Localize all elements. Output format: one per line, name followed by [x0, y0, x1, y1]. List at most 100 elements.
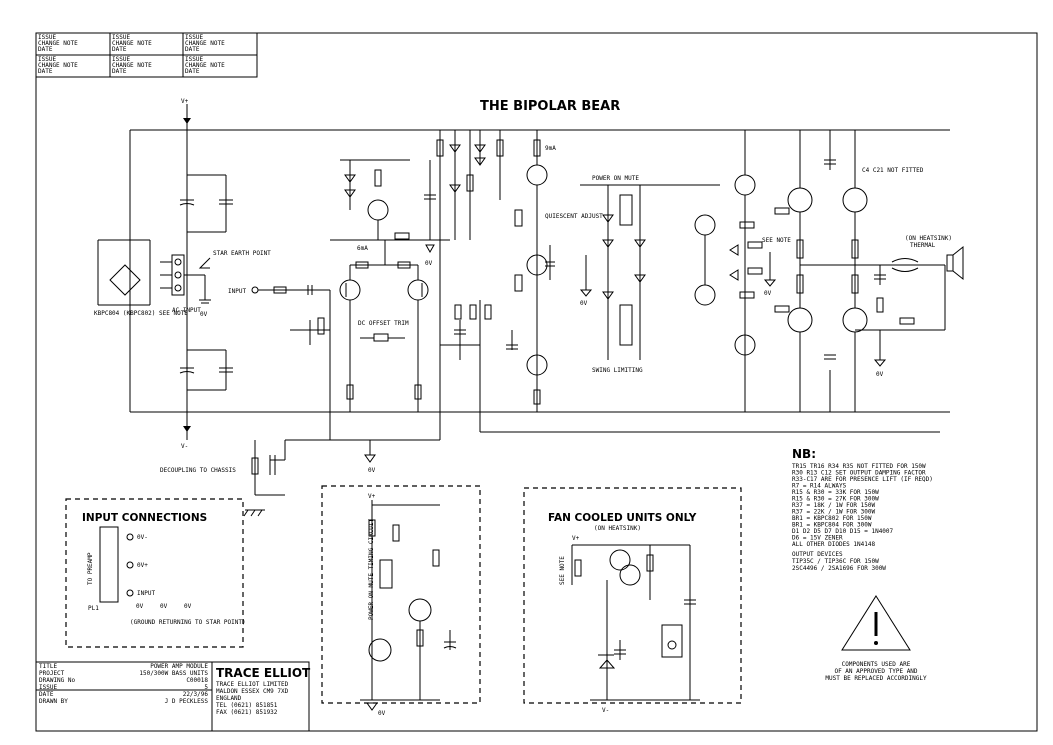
bridge-note: KBPC804 (KBPC802) SEE NOTE — [94, 310, 188, 317]
company-line: TRACE ELLIOT LIMITED — [216, 681, 289, 688]
drawing-frame — [35, 32, 1038, 732]
notes-heading: NB: — [792, 447, 816, 461]
output-line-2: 2SC4496 / 2SA1696 FOR 300W — [792, 565, 886, 572]
warning-line-3: MUST BE REPLACED ACCORDINGLY — [825, 675, 927, 682]
schematic-title: THE BIPOLAR BEAR — [480, 99, 620, 114]
ac-input-label: AC INPUT — [172, 307, 201, 314]
on-heatsink-label: (ON HEATSINK) — [905, 235, 952, 242]
ground-note: (GROUND RETURNING TO STAR POINT) — [130, 619, 246, 626]
fan-box-title: FAN COOLED UNITS ONLY — [548, 512, 697, 524]
power-on-mute-label: POWER ON MUTE — [592, 175, 639, 182]
fan-vplus: V+ — [572, 535, 580, 542]
note-line: BR1 = KBPC802 FOR 150W — [792, 515, 872, 522]
issue-cell-text: CHANGE NOTE — [112, 40, 152, 47]
to-preamp-label: TO PREAMP — [87, 552, 94, 585]
note-line: BR1 = KBPC804 FOR 300W — [792, 522, 872, 529]
pl1-pin-label: 0V- — [137, 534, 148, 541]
vminus-label: V- — [181, 443, 188, 450]
mute-zero-v: 0V — [378, 710, 386, 717]
fan-cooled-box: FAN COOLED UNITS ONLY (ON HEATSINK) V+ V… — [523, 487, 742, 714]
warning-line-2: OF AN APPROVED TYPE AND — [834, 668, 917, 675]
issue-cell-text: CHANGE NOTE — [185, 40, 225, 47]
zero-v-label-4: 0V — [580, 300, 588, 307]
note-line: D6 = 15V ZENER — [792, 535, 843, 542]
issue-cell-text: ISSUE — [38, 56, 56, 63]
title-block-key: DRAWING No — [39, 677, 76, 684]
main-circuit: V+ V- — [94, 98, 964, 474]
vplus-label: V+ — [181, 98, 189, 105]
fan-box-subtitle: (ON HEATSINK) — [594, 525, 641, 532]
notes-block: NB: TR15 TR16 R34 R35 NOT FITTED FOR 150… — [792, 447, 933, 572]
c4-note: C4 C21 NOT FITTED — [862, 167, 924, 174]
company-line: MALDON ESSEX CM9 7XD — [216, 688, 289, 695]
decoupling: DECOUPLING TO CHASSIS — [160, 440, 285, 517]
note-line: R30 R13 C12 SET OUTPUT DAMPING FACTOR — [792, 470, 926, 477]
input-connections-box: INPUT CONNECTIONS TO PREAMP 0V- 0V+ INPUT 0… — [65, 498, 246, 648]
title-block-value: J D PECKLESS — [165, 698, 209, 705]
pl1-pin — [126, 561, 134, 569]
pl1-ground-label: 0V — [136, 603, 144, 610]
fan-vminus: V- — [602, 707, 609, 714]
pl1-pin — [126, 533, 134, 541]
pl1-label: PL1 — [88, 605, 99, 612]
see-note-output: SEE NOTE — [762, 237, 791, 244]
ma-label: 6mA — [357, 245, 368, 252]
pl1-ground-label: 0V — [160, 603, 168, 610]
issue-cell-text: DATE — [112, 46, 127, 53]
title-block-value: 150/300W BASS UNITS — [139, 670, 208, 677]
pl1-pin-label: 0V+ — [137, 562, 148, 569]
issue-cell-text: ISSUE — [112, 56, 130, 63]
output-devices-heading: OUTPUT DEVICES — [792, 551, 843, 558]
warning-line-1: COMPONENTS USED ARE — [842, 661, 911, 668]
title-block-key: PROJECT — [39, 670, 65, 677]
output-line-1: TIP35C / TIP36C FOR 150W — [792, 558, 879, 565]
issue-cell-text: ISSUE — [112, 34, 130, 41]
dc-offset-label: DC OFFSET TRIM — [358, 320, 409, 327]
zero-v-label-3: 0V — [425, 260, 433, 267]
issue-cell-text: ISSUE — [38, 34, 56, 41]
zero-v-label-2: 0V — [368, 467, 376, 474]
title-block-key: DRAWN BY — [39, 698, 68, 705]
note-line: R37 = 18K / 1W FOR 150W — [792, 502, 875, 509]
zero-v-label-5: 0V — [764, 290, 772, 297]
title-block-key: DATE — [39, 691, 54, 698]
issue-cell-text: CHANGE NOTE — [185, 62, 225, 69]
company-line: TEL (0621) 851851 — [216, 702, 278, 709]
input-connections-title: INPUT CONNECTIONS — [82, 512, 207, 524]
note-line: R15 & R30 = 33K FOR 150W — [792, 489, 879, 496]
issue-cell-text: DATE — [185, 46, 200, 53]
ma-label-9: 9mA — [545, 145, 556, 152]
warning-block: COMPONENTS USED ARE OF AN APPROVED TYPE … — [825, 595, 927, 682]
quiescent-label: QUIESCENT ADJUST — [545, 213, 603, 220]
note-line: R33-C17 ARE FOR PRESENCE LIFT (IF REQD) — [792, 476, 933, 483]
zero-v-label: 0V — [200, 311, 208, 318]
issue-cell-text: DATE — [185, 68, 200, 75]
note-line: TR15 TR16 R34 R35 NOT FITTED FOR 150W — [792, 463, 926, 470]
power-on-mute-box: POWER ON MUTE TIMING CIRCUIT V+ 0V — [321, 485, 481, 717]
zero-v-label-6: 0V — [876, 371, 884, 378]
note-line: D1 D2 D5 D7 D10 D15 = 1N4007 — [792, 528, 894, 535]
issue-cell-text: CHANGE NOTE — [38, 62, 78, 69]
issue-cell-text: CHANGE NOTE — [38, 40, 78, 47]
fan-see-note: SEE NOTE — [559, 556, 566, 585]
note-line: R7 = R14 ALWAYS — [792, 483, 847, 490]
title-block-value: C00018 — [186, 677, 208, 684]
note-line: ALL OTHER DIODES 1N4148 — [792, 541, 875, 548]
pl1-pin-label: INPUT — [137, 590, 155, 597]
issue-cell-text: ISSUE — [185, 56, 203, 63]
title-block-key: TITLE — [39, 663, 57, 670]
pl1-ground-label: 0V — [184, 603, 192, 610]
mute-vplus: V+ — [368, 493, 376, 500]
star-earth-label: STAR EARTH POINT — [213, 250, 271, 257]
warning-icon — [841, 595, 911, 651]
issue-cell-text: DATE — [38, 68, 53, 75]
pl1-pin — [126, 589, 134, 597]
title-block-value: 22/3/96 — [183, 691, 209, 698]
issue-cell-text: DATE — [38, 46, 53, 53]
note-line: R15 & R30 = 27K FOR 300W — [792, 496, 879, 503]
issue-cell-text: CHANGE NOTE — [112, 62, 152, 69]
thermal-label: THERMAL — [910, 242, 936, 249]
